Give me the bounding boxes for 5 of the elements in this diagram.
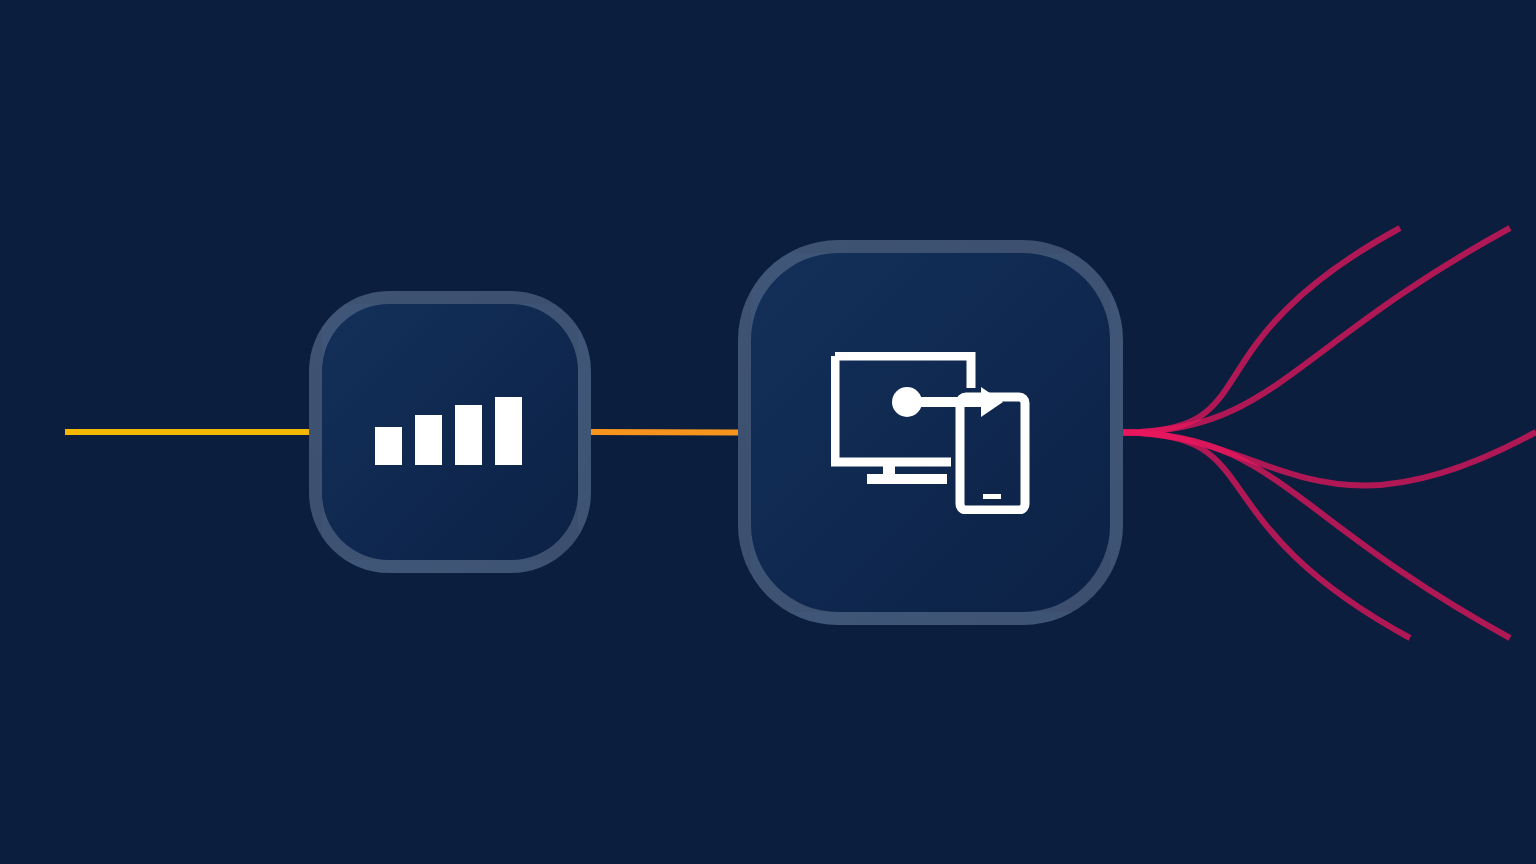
connector-line [65,429,309,435]
rounded-tile [309,291,591,573]
connector-line [591,429,738,436]
connector-line [1122,429,1512,641]
rounded-tile [738,240,1123,625]
